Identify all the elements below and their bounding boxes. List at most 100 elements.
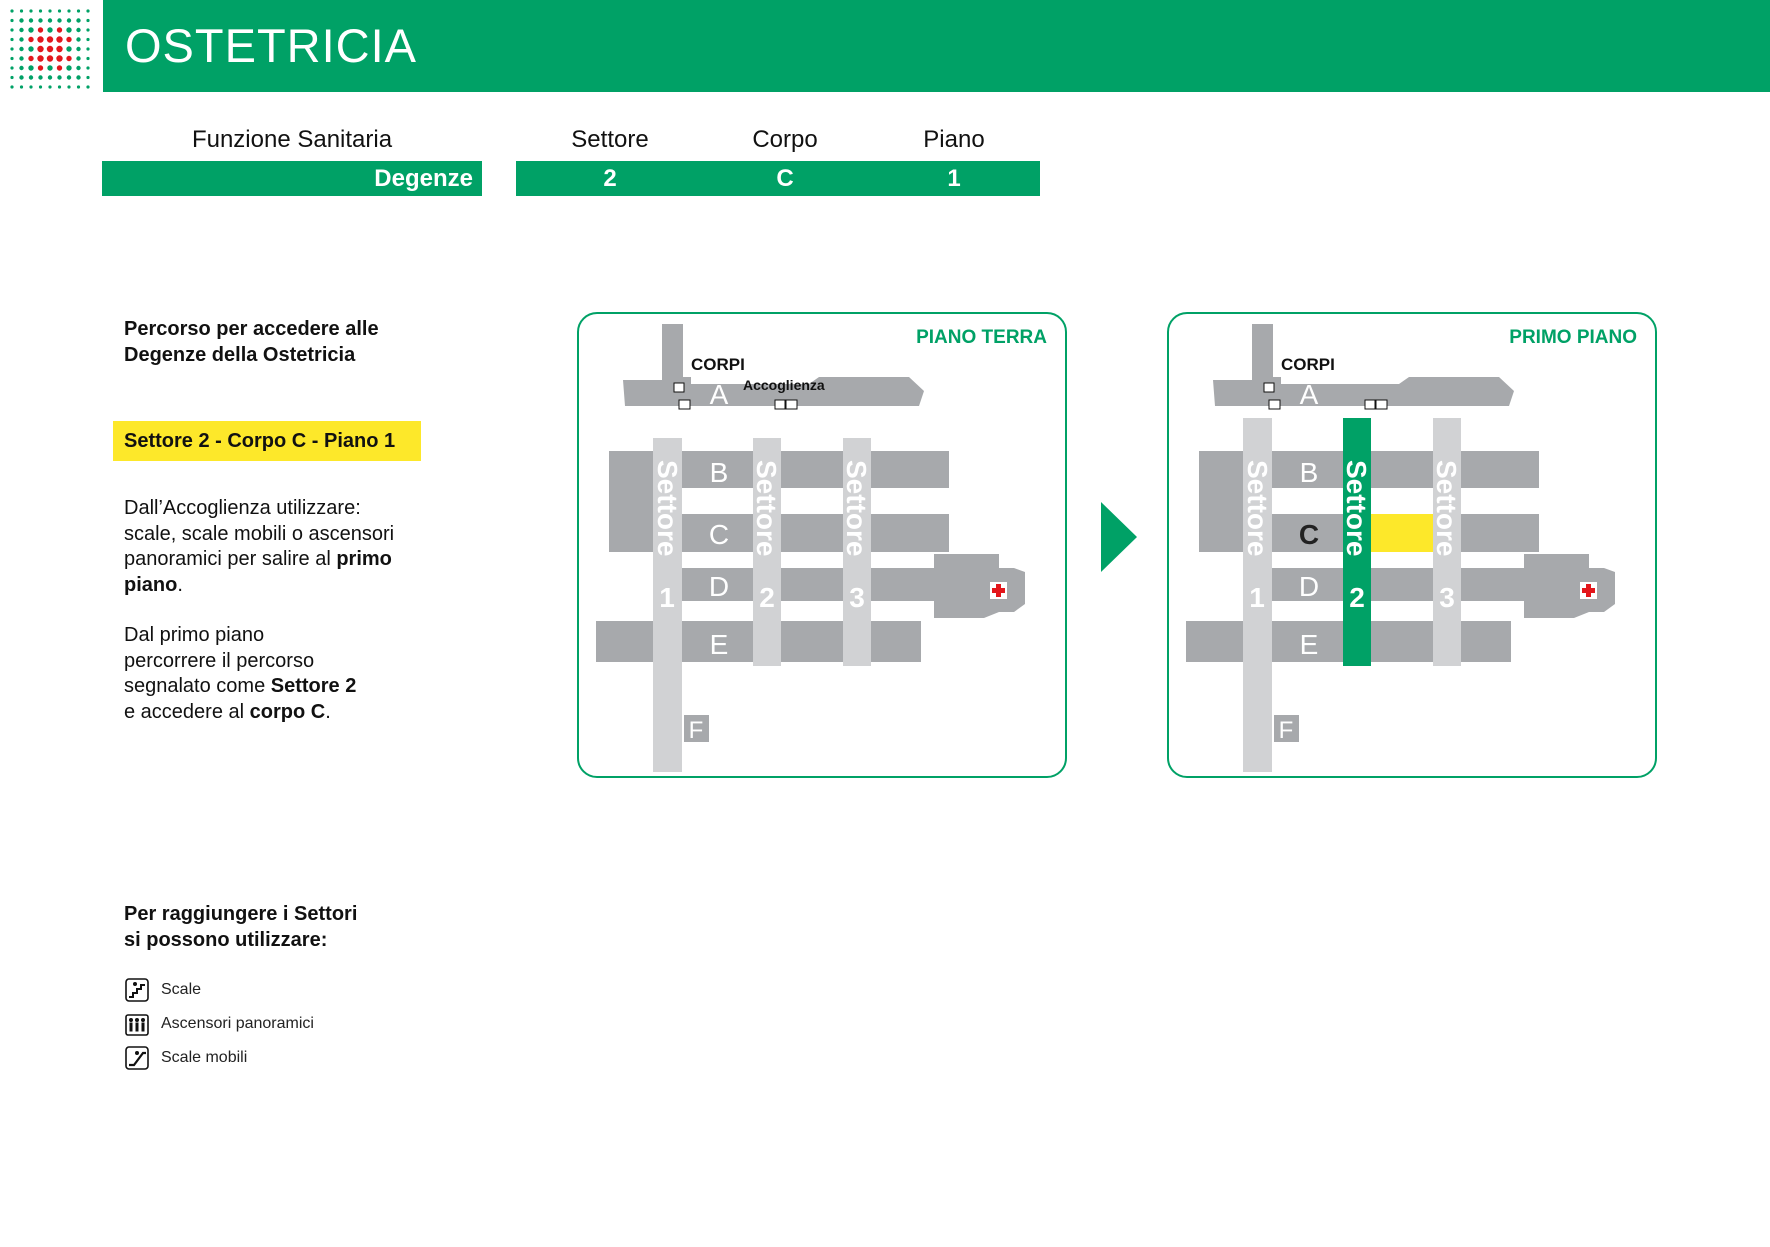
page-title: OSTETRICIA [125,19,418,72]
legend-label-escalator: Scale mobili [161,1049,248,1066]
sector-3-column [843,438,871,666]
intro-heading-line1: Percorso per accedere alle [124,318,379,340]
legend-item-stairs: Scale [125,978,201,1002]
sector-1-column [653,438,682,772]
accoglienza-label: Accoglienza [743,377,825,393]
location-bar: 2 C 1 [516,161,1040,196]
settore-value: 2 [603,165,617,192]
p1-line3-text: panoramici per salire al [124,548,337,570]
map-title-ground: PIANO TERRA [916,327,1047,348]
logo-dot [37,45,44,53]
body-letter-d: D [709,571,729,602]
label-corpo: Corpo [752,126,818,153]
logo-dot [28,18,34,23]
instructions-paragraph-2: Dal primo piano percorrere il percorso s… [124,623,454,725]
logo-dot [47,75,53,80]
logo-dot [10,56,14,61]
logo-dot [56,27,63,33]
escalator-icon [774,399,786,410]
corpi-label-ground: CORPI [691,355,745,374]
intro-heading-line2: Degenze della Ostetricia [124,344,356,366]
building-f [1274,715,1299,742]
map-piano-terra: PIANO TERRA CORPI Accoglienza Settore 1 … [577,312,1067,778]
logo-dot [10,47,14,51]
sector-1-label-ground: Settore [652,460,683,556]
logo-dot [38,18,43,23]
p2-line4-bold: corpo C [249,700,326,723]
corpi-label-first: CORPI [1281,355,1335,374]
building-d [1249,568,1539,601]
logo-dot [86,85,90,89]
logo-dot [76,9,81,13]
logo-dot [46,36,54,43]
building-emergency [934,554,1025,618]
logo-dot [37,55,44,62]
logo-dot [57,18,62,23]
logo-dot [19,46,24,52]
sector-1-number-ground: 1 [659,582,675,613]
logo-dot [19,85,24,89]
logo-dot [86,75,90,80]
logo-dot [76,56,81,61]
escalator-icon [1364,399,1376,410]
building-a [1213,324,1514,406]
body-letter-c: C [709,519,729,550]
logo-dot [28,75,34,80]
p2-line3-bold: Settore 2 [270,675,357,697]
sector-3-label-ground: Settore [841,460,872,556]
logo-dot [37,36,44,43]
sector-1-column [1243,418,1272,772]
logo-dot [56,36,63,43]
elevator-icon [1268,399,1281,410]
p1-line4-bold: piano [124,573,178,596]
map-primo-piano-drawing: PRIMO PIANO CORPI Settore 1 Settore 2 Se… [1186,324,1637,772]
logo-dot [19,65,24,71]
logo-dot [86,47,90,51]
logo-dot [57,75,62,80]
logo-dot [57,85,62,89]
logo-dot [46,45,54,53]
building-emergency [1524,554,1615,618]
sector-3-column [1433,418,1461,666]
legend-heading-line1: Per raggiungere i Settori [124,903,358,925]
building-f [684,715,709,742]
logo-dot [66,27,72,33]
logo-dot [37,27,44,33]
logo-dot [57,9,62,13]
logo-dot [38,9,43,13]
logo-dot [47,27,53,33]
body-letter-d: D [1299,571,1319,602]
stairs-icon [1263,382,1275,393]
logo-dot [38,75,43,80]
sector-3-label-first: Settore [1431,460,1462,556]
logo-dot [37,65,44,71]
elevator-icon [125,1014,149,1036]
sector-2-column [753,438,781,666]
logo-dot [38,85,43,89]
logo-dot [56,55,63,62]
header-bar: OSTETRICIA [103,0,1770,92]
elevator-icon [1375,399,1388,410]
building-a [623,324,924,406]
logo-dot [10,18,14,23]
body-letter-b: B [1300,457,1319,488]
arrow-right-icon [1101,502,1137,572]
highlighted-body-c [1369,514,1435,552]
logo-dot [66,18,72,23]
logo-dot [47,65,53,71]
logo-dot [19,9,24,13]
logo-dot [66,75,72,80]
legend-item-escalator: Scale mobili [125,1046,247,1070]
label-funzione-sanitaria: Funzione Sanitaria [191,126,393,153]
logo-dot [66,46,72,52]
stairs-icon [673,382,685,393]
piano-value: 1 [947,165,961,192]
logo-dot [66,55,72,62]
sector-2-label-first: Settore [1341,460,1372,556]
logo-dot [28,55,34,62]
sector-3-number-ground: 3 [849,582,865,613]
logo-dot [47,18,53,23]
logo-dot [29,85,33,89]
logo-dot [19,37,24,42]
logo-dot [10,28,14,32]
